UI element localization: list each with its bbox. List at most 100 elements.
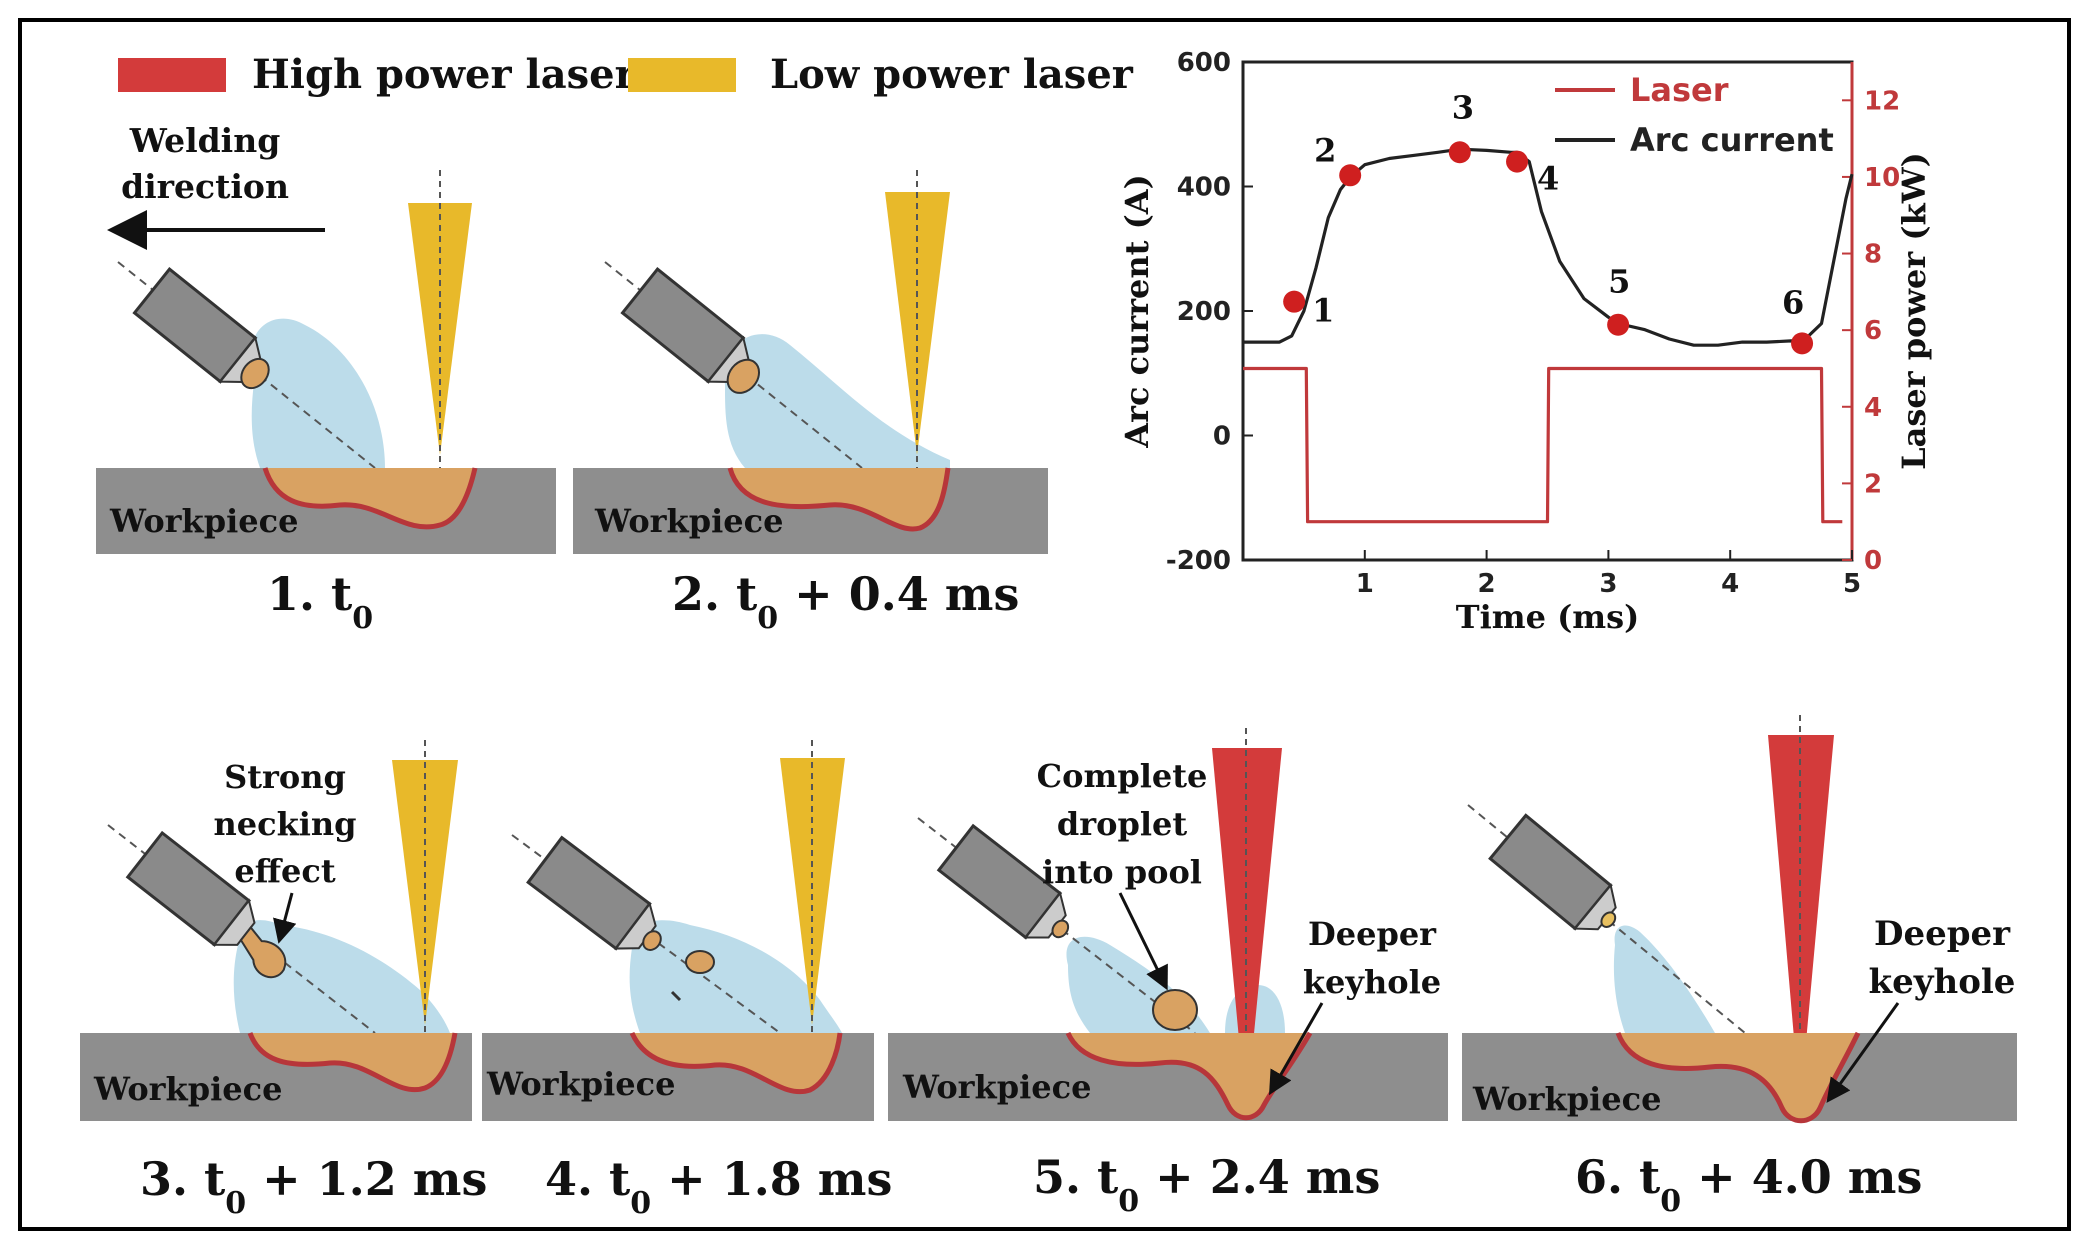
necking-annotation-line2: necking: [213, 805, 356, 843]
pool-edge: [262, 467, 478, 530]
series-laser-line: [1243, 366, 1843, 524]
y-left-tick-label: 0: [1213, 422, 1231, 452]
arc-plume: [724, 334, 950, 468]
marker-point: [1283, 290, 1306, 313]
pool-edge: [629, 1031, 843, 1095]
y-right-tick-label: 2: [1864, 469, 1882, 499]
y-right-tick-label: 4: [1864, 393, 1882, 423]
chart-legend-arc-label: Arc current: [1630, 121, 1834, 159]
keyhole-annotation-line2: keyhole: [1869, 962, 2016, 1002]
low-power-laser-beam: [780, 758, 845, 1025]
welding-direction: Welding direction: [107, 121, 325, 250]
y-right-tick-label: 8: [1864, 240, 1882, 270]
marker-label: 5: [1608, 263, 1630, 301]
droplet-pointer: [1118, 892, 1168, 991]
marker-label: 3: [1452, 88, 1474, 126]
necking-annotation-line3: effect: [234, 852, 335, 890]
torch: [526, 835, 662, 951]
arc-plume: [1613, 925, 1715, 1033]
x-tick-label: 3: [1599, 569, 1617, 599]
y-right-tick-label: 0: [1864, 546, 1882, 576]
torch: [1488, 813, 1617, 931]
panel-6: Workpiece Deeper keyhole: [1462, 715, 2017, 1124]
y-left-tick-label: -200: [1166, 546, 1231, 576]
panel-2-caption: 2. t0 + 0.4 ms: [672, 567, 1019, 636]
y-right-tick-label: 12: [1864, 86, 1900, 116]
panel-2: Workpiece: [573, 170, 1048, 554]
legend-low-power-label: Low power laser: [770, 51, 1134, 98]
figure-frame: [18, 18, 2071, 1231]
x-tick-label: 4: [1721, 569, 1739, 599]
x-tick-label: 1: [1356, 569, 1374, 599]
workpiece-label: Workpiece: [486, 1065, 675, 1103]
droplet-annotation-line2: droplet: [1057, 805, 1187, 843]
panel-1-caption: 1. t0: [267, 567, 373, 636]
pool-edge: [247, 1032, 458, 1093]
necking-pointer: [273, 892, 297, 944]
molten-pool: [730, 468, 948, 529]
y-left-axis-label: Arc current (A): [1118, 174, 1156, 448]
panel-5: Workpiece Complete droplet into pool Dee…: [888, 728, 1448, 1121]
keyhole-annotation-line1: Deeper: [1874, 914, 2011, 954]
torch: [125, 830, 287, 979]
droplet-annotation-line3: into pool: [1042, 853, 1202, 891]
workpiece-label: Workpiece: [109, 502, 298, 540]
panel-3: Workpiece Strong necking effect: [80, 740, 472, 1121]
legend-high-power-label: High power laser: [252, 51, 637, 98]
workpiece-label: Workpiece: [1472, 1080, 1661, 1118]
low-power-laser-beam: [392, 760, 458, 1025]
molten-pool: [632, 1033, 840, 1092]
y-left-tick-label: 600: [1177, 48, 1231, 78]
marker-point: [1339, 164, 1362, 187]
legend-high-power-swatch: [118, 58, 226, 92]
x-tick-label: 5: [1843, 569, 1861, 599]
workpiece-label: Workpiece: [594, 502, 783, 540]
legend: High power laser Low power laser: [118, 51, 1134, 98]
panel-4: Workpiece: [482, 740, 874, 1121]
workpiece-label: Workpiece: [902, 1068, 1091, 1106]
workpiece-label: Workpiece: [93, 1070, 282, 1108]
marker-point: [1448, 141, 1471, 164]
complete-droplet: [1152, 989, 1198, 1031]
torch: [132, 267, 270, 390]
y-right-tick-label: 10: [1864, 163, 1900, 193]
x-axis-label: Time (ms): [1456, 598, 1639, 636]
y-right-axis-label: Laser power (kW): [1895, 152, 1933, 470]
y-left-tick-label: 400: [1177, 173, 1231, 203]
arc-plume: [629, 920, 842, 1033]
panel-4-caption: 4. t0 + 1.8 ms: [545, 1152, 892, 1221]
keyhole-pointer: [1826, 1002, 1900, 1103]
detached-droplet: [685, 950, 715, 974]
welding-direction-line2: direction: [121, 167, 289, 206]
keyhole-annotation-line1: Deeper: [1308, 915, 1437, 953]
chart-legend-laser-label: Laser: [1630, 71, 1729, 109]
high-power-laser-beam: [1768, 735, 1834, 1108]
marker-label: 6: [1782, 283, 1804, 321]
panel-5-caption: 5. t0 + 2.4 ms: [1033, 1150, 1380, 1219]
arc-plume: [233, 920, 450, 1033]
spatter-mark: [670, 990, 682, 1002]
torch: [620, 267, 761, 394]
molten-pool: [1618, 1033, 1858, 1121]
legend-low-power-swatch: [628, 58, 736, 92]
y-right-tick-label: 6: [1864, 316, 1882, 346]
welding-direction-line1: Welding: [129, 121, 281, 160]
keyhole-annotation-line2: keyhole: [1303, 963, 1441, 1001]
molten-pool: [250, 1033, 455, 1090]
marker-label: 1: [1312, 292, 1334, 330]
pool-edge: [727, 467, 951, 532]
marker-point: [1791, 332, 1814, 355]
marker-point: [1506, 150, 1529, 173]
molten-pool: [1068, 1033, 1310, 1118]
panel-6-caption: 6. t0 + 4.0 ms: [1575, 1150, 1922, 1219]
arc-plume: [251, 318, 385, 468]
droplet-annotation-line1: Complete: [1037, 757, 1208, 795]
panel-1: Workpiece: [96, 170, 556, 554]
marker-label: 2: [1314, 131, 1336, 169]
x-tick-label: 2: [1478, 569, 1496, 599]
molten-pool: [265, 468, 475, 527]
torch: [936, 823, 1070, 940]
panel-3-caption: 3. t0 + 1.2 ms: [140, 1152, 487, 1221]
series-arc-current-line: [1243, 147, 1854, 347]
